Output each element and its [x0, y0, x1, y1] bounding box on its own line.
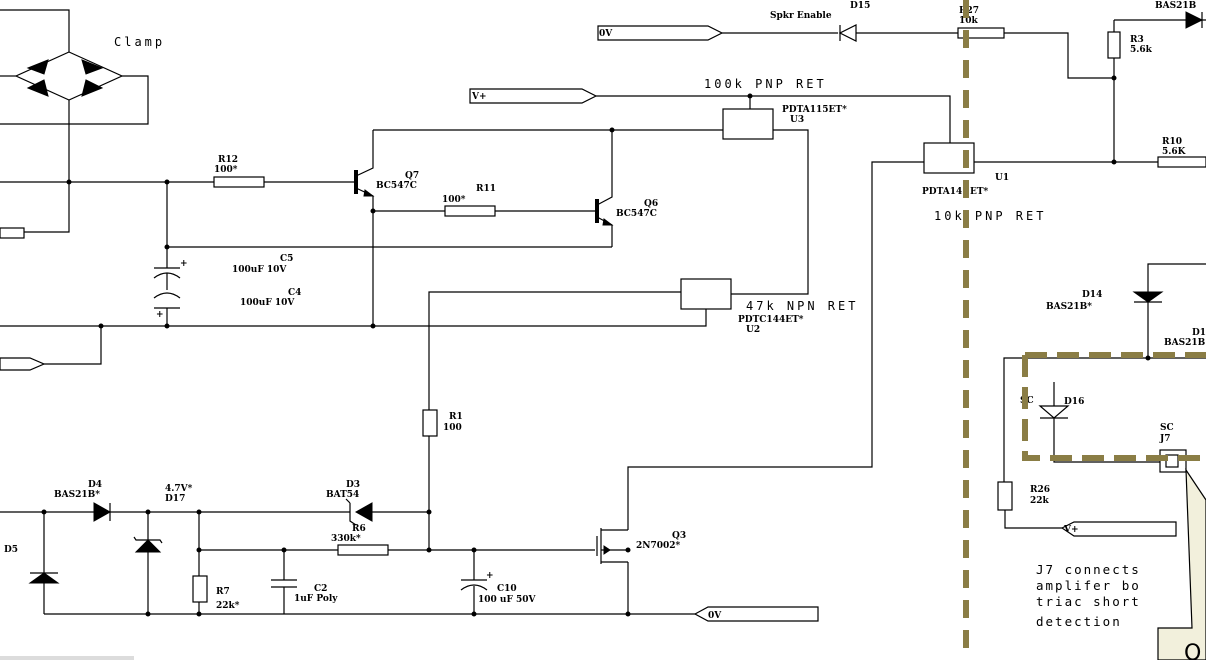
c2-label: C2: [314, 584, 327, 594]
svg-text:+: +: [156, 310, 164, 320]
u2-package: [680, 278, 732, 310]
d5-label: D5: [4, 545, 18, 555]
j7-note: J7 connects amplifer bo triac short dete…: [1036, 467, 1206, 660]
note-line-3: triac short: [1036, 594, 1141, 609]
c5-value: 100uF 10V: [232, 265, 287, 275]
d17-label: D17: [165, 494, 185, 504]
pnp100-label: 100k PNP RET: [704, 77, 827, 91]
c2-value: 1uF Poly: [294, 594, 338, 604]
d17-value: 4.7V*: [165, 484, 193, 494]
r3-label: R3: [1130, 35, 1144, 45]
u3-package: [722, 108, 774, 140]
callout-bubble: [1157, 467, 1206, 660]
net-flag-left: [0, 357, 46, 371]
speaker-enable-net: 0V D15 Spkr Enable R27 10k BAS21B R3 5.6…: [597, 1, 1206, 168]
u2-label: U2: [746, 325, 760, 335]
r10-label: R10: [1162, 137, 1182, 147]
q7-label: Q7: [405, 171, 419, 181]
d13-part: BAS21B: [1164, 338, 1206, 348]
note-line-1: J7 connects: [1036, 562, 1141, 577]
pdta115-label: PDTA115ET*: [782, 105, 847, 115]
npn47-label: 47k NPN RET: [746, 299, 858, 313]
r11-value: 100*: [442, 195, 466, 205]
callout-text: O: [1184, 641, 1201, 660]
net-vplus-top-label: V+: [471, 92, 487, 102]
r3-value: 5.6k: [1130, 45, 1153, 55]
d3-label: D3: [346, 480, 360, 490]
net-0v-top-label: 0V: [599, 29, 613, 39]
r27-label: R27: [959, 6, 979, 16]
c10-label: C10: [497, 584, 517, 594]
net-vplus-right-label: V+: [1063, 525, 1079, 535]
r1-label: R1: [449, 412, 463, 422]
spkr-enable-label: Spkr Enable: [770, 11, 832, 21]
r7-label: R7: [216, 587, 230, 597]
transistor-stage: R12 100* Q7 BC547C R11 100* Q6 BC547C: [0, 130, 658, 326]
r11-label: R11: [476, 184, 496, 194]
bas21b-top-label: BAS21B: [1155, 1, 1197, 11]
q3-label: Q3: [672, 531, 686, 541]
net-0v-bottom-label: 0V: [708, 611, 722, 621]
d3-part: BAT54: [326, 490, 359, 500]
bridge-rectifier: Clamp: [0, 9, 165, 239]
r27-value: 10k: [959, 16, 979, 26]
net-flag-0v-bottom: [693, 606, 819, 622]
cap-bank: + + C5 100uF 10V C4 100uF 10V: [0, 182, 681, 371]
highlight-box: [1022, 352, 1206, 461]
pnp-network: V+ 100k PNP RET PDTA115ET* U3 U1 PDTA14 …: [373, 77, 1046, 530]
npn-network: 47k NPN RET PDTC144ET* U2 R1 100: [422, 278, 858, 553]
c5-label: C5: [280, 254, 293, 264]
d4-part: BAS21B*: [54, 490, 100, 500]
q7-part: BC547C: [376, 181, 417, 191]
pdta14-tail: ET*: [970, 187, 989, 197]
r7-value: 22k*: [216, 601, 240, 611]
r6-value: 330k*: [331, 534, 361, 544]
net-flag-vplus-right: [1060, 521, 1177, 537]
d14-label: D14: [1082, 290, 1102, 300]
note-line-2: amplifer bo: [1036, 578, 1141, 593]
c10-value: 100 uF 50V: [478, 595, 537, 605]
r12-label: R12: [218, 155, 238, 165]
sc2-label: SC: [1160, 423, 1174, 433]
net-flag-vplus-top: [469, 88, 598, 104]
u1-label: U1: [995, 173, 1009, 183]
d15-label: D15: [850, 1, 870, 11]
pdta14-label: PDTA14: [922, 187, 962, 197]
scroll-strip: [0, 656, 134, 660]
r12-value: 100*: [214, 165, 238, 175]
r10-value: 5.6K: [1162, 147, 1187, 157]
q3-part: 2N7002*: [636, 541, 681, 551]
q6-part: BC547C: [616, 209, 657, 219]
q6-label: Q6: [644, 199, 658, 209]
d4-label: D4: [88, 480, 102, 490]
bottom-stage: D4 BAS21B* 4.7V* D17 D5 R7 22k* C2 1uF P…: [0, 480, 819, 622]
d16-label: D16: [1064, 397, 1084, 407]
net-flag-0v-top: [597, 25, 724, 41]
r6-label: R6: [352, 524, 366, 534]
clamp-label: Clamp: [114, 35, 165, 49]
u3-label: U3: [790, 115, 804, 125]
d13-label: D13: [1192, 328, 1206, 338]
svg-text:+: +: [180, 259, 188, 269]
r26-label: R26: [1030, 485, 1050, 495]
c4-value: 100uF 10V: [240, 298, 295, 308]
pdtc144-label: PDTC144ET*: [738, 315, 804, 325]
c4-label: C4: [288, 288, 301, 298]
r26-value: 22k: [1030, 496, 1050, 506]
d14-part: BAS21B*: [1046, 302, 1092, 312]
pnp10-label: 10k PNP RET: [934, 209, 1046, 223]
svg-text:+: +: [486, 571, 494, 581]
j7-label: J7: [1159, 434, 1171, 444]
r1-value: 100: [443, 423, 462, 433]
note-line-4: detection: [1036, 614, 1122, 629]
right-stage: D14 BAS21B* D13 BAS21B SC D16 SC J7 R26 …: [997, 263, 1206, 537]
